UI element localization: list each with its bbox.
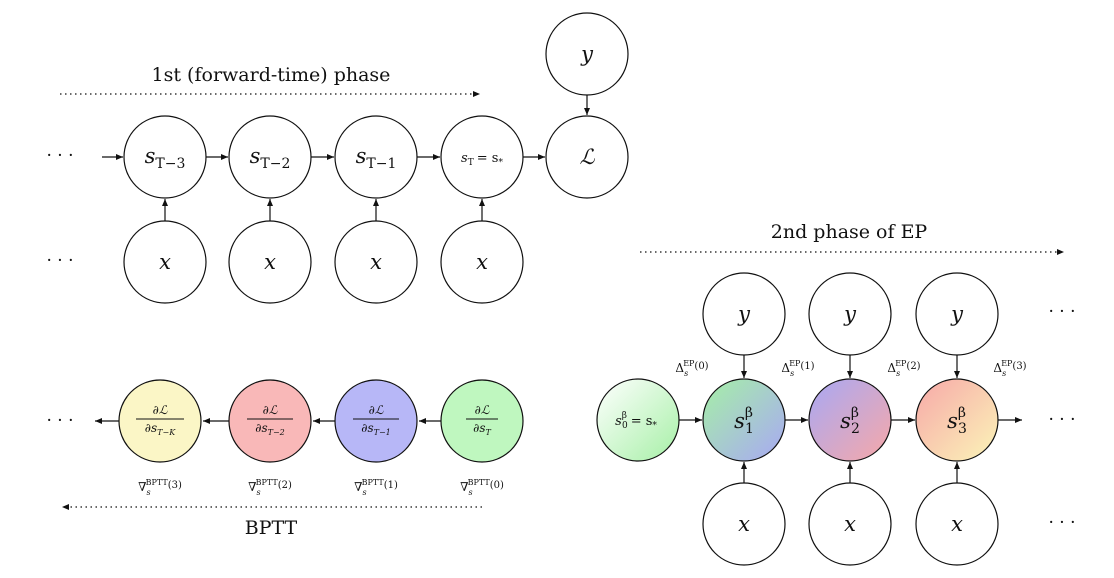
svg-text:x: x bbox=[738, 512, 750, 536]
bptt-gradient-label: ∇sBPTT(0) bbox=[460, 478, 504, 497]
forward-input-node: x bbox=[440, 220, 524, 304]
svg-text:∂ℒ: ∂ℒ bbox=[263, 403, 278, 417]
ep-update-label: ΔsEP(2) bbox=[887, 359, 920, 378]
svg-text:∂ℒ: ∂ℒ bbox=[475, 403, 490, 417]
forward-input-node: x bbox=[334, 220, 418, 304]
forward-final-state-node: sT= s* bbox=[440, 115, 524, 199]
bptt-gradient-node: ∂ℒ ∂sT−K bbox=[118, 379, 202, 463]
ep-input-node: x bbox=[702, 482, 786, 566]
forward-phase-title: 1st (forward-time) phase bbox=[152, 64, 391, 86]
svg-text:x: x bbox=[264, 250, 276, 274]
ep-target-node: y bbox=[702, 272, 786, 356]
svg-text:sT−3: sT−3 bbox=[145, 144, 186, 172]
forward-input-ellipsis: · · · bbox=[46, 251, 73, 271]
svg-text:∂sT−K: ∂sT−K bbox=[145, 421, 176, 437]
svg-text:sβ3: sβ3 bbox=[947, 405, 967, 437]
svg-text:∂sT: ∂sT bbox=[473, 421, 491, 437]
ep-update-label: ΔsEP(0) bbox=[675, 359, 708, 378]
bptt-title: BPTT bbox=[245, 517, 298, 539]
svg-text:y: y bbox=[737, 302, 751, 326]
svg-text:∂ℒ: ∂ℒ bbox=[153, 403, 168, 417]
svg-text:y: y bbox=[843, 302, 857, 326]
ep-input-node: x bbox=[915, 482, 999, 566]
svg-text:ℒ: ℒ bbox=[579, 145, 595, 169]
svg-text:x: x bbox=[476, 250, 488, 274]
ep-target-node: y bbox=[808, 272, 892, 356]
svg-text:sT−2: sT−2 bbox=[250, 144, 291, 172]
ep-input-node: x bbox=[808, 482, 892, 566]
svg-text:sβ2: sβ2 bbox=[840, 405, 860, 437]
svg-text:y: y bbox=[580, 42, 594, 66]
svg-text:∂ℒ: ∂ℒ bbox=[369, 403, 384, 417]
ep-update-label: ΔsEP(3) bbox=[993, 359, 1026, 378]
bptt-gradient-label: ∇sBPTT(1) bbox=[354, 478, 398, 497]
forward-input-node: x bbox=[228, 220, 312, 304]
ep-target-node: y bbox=[915, 272, 999, 356]
bptt-gradient-node: ∂ℒ ∂sT bbox=[440, 379, 524, 463]
bptt-gradient-label: ∇sBPTT(2) bbox=[248, 478, 292, 497]
bptt-gradient-label: ∇sBPTT(3) bbox=[138, 478, 182, 497]
forward-state-node: sT−1 bbox=[334, 115, 418, 199]
svg-text:x: x bbox=[844, 512, 856, 536]
forward-state-node: sT−3 bbox=[123, 115, 207, 199]
svg-text:sT= s*: sT= s* bbox=[461, 151, 503, 168]
bptt-gradient-node: ∂ℒ ∂sT−1 bbox=[334, 379, 418, 463]
bptt-gradient-node: ∂ℒ ∂sT−2 bbox=[228, 379, 312, 463]
loss-node: ℒ bbox=[545, 115, 629, 199]
svg-text:x: x bbox=[159, 250, 171, 274]
forward-target-node: y bbox=[545, 12, 629, 96]
forward-state-node: sT−2 bbox=[228, 115, 312, 199]
ep-update-label: ΔsEP(1) bbox=[781, 359, 814, 378]
svg-text:sβ0= s*: sβ0= s* bbox=[615, 411, 657, 431]
bptt-ellipsis: · · · bbox=[46, 411, 73, 431]
svg-text:∂sT−2: ∂sT−2 bbox=[255, 421, 285, 437]
ep-state-ellipsis: · · · bbox=[1048, 410, 1075, 430]
svg-text:sβ1: sβ1 bbox=[734, 405, 754, 437]
svg-text:sT−1: sT−1 bbox=[356, 144, 397, 172]
ep-phase-title: 2nd phase of EP bbox=[771, 221, 928, 243]
ep-target-ellipsis: · · · bbox=[1048, 302, 1075, 322]
forward-input-node: x bbox=[123, 220, 207, 304]
svg-text:x: x bbox=[370, 250, 382, 274]
svg-text:∂sT−1: ∂sT−1 bbox=[361, 421, 391, 437]
svg-text:y: y bbox=[950, 302, 964, 326]
ep-input-ellipsis: · · · bbox=[1048, 513, 1075, 533]
forward-ellipsis: · · · bbox=[46, 146, 73, 166]
svg-text:x: x bbox=[951, 512, 963, 536]
